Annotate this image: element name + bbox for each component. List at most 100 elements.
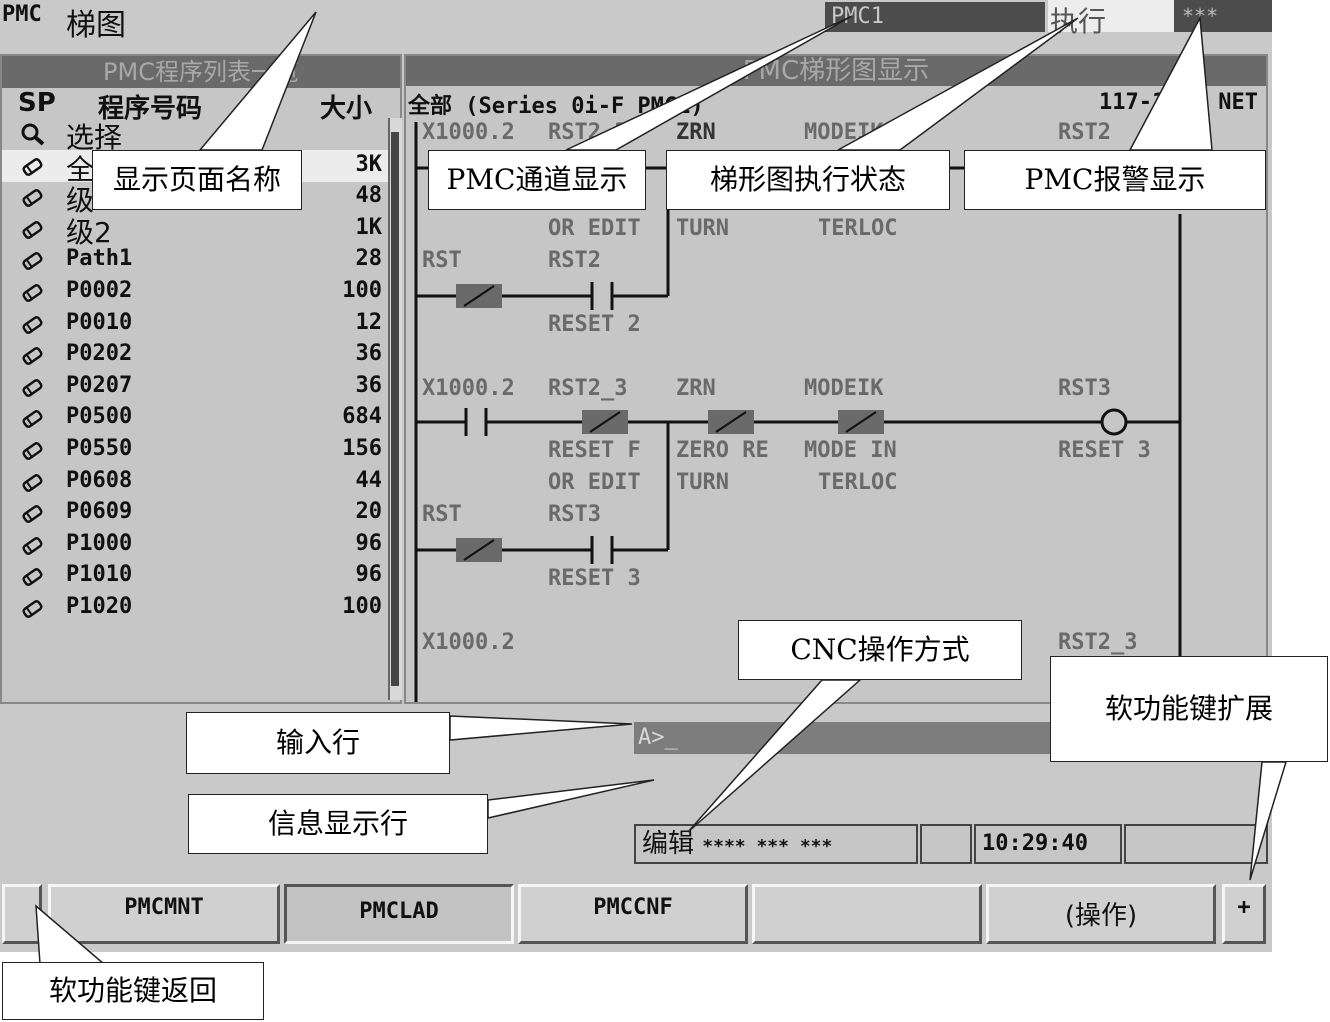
pencil-icon <box>20 564 46 588</box>
ladder-label: RST3 <box>1058 376 1111 401</box>
pencil-icon <box>20 343 46 367</box>
input-line[interactable]: A>_ <box>634 722 1070 754</box>
program-name: P1000 <box>66 530 133 556</box>
callout-softkey-ext: 软功能键扩展 <box>1050 656 1328 762</box>
program-size: 156 <box>342 436 382 461</box>
ladder-label: X1000.2 <box>422 376 515 401</box>
ladder-label: RST2_3 <box>1058 630 1138 655</box>
callout-softkey-back: 软功能键返回 <box>2 962 264 1020</box>
callout-exec-state: 梯形图执行状态 <box>666 150 950 210</box>
program-size: 3K <box>355 151 383 177</box>
program-name: P1010 <box>66 562 133 588</box>
callout-channel: PMC通道显示 <box>428 150 646 210</box>
pencil-icon <box>20 501 46 525</box>
ladder-header: PMC梯形图显示 <box>406 56 1266 86</box>
magnifier-icon <box>20 122 46 146</box>
program-row[interactable]: P0500 684 <box>2 402 388 434</box>
program-name: P0010 <box>66 309 133 335</box>
callout-alarm: PMC报警显示 <box>964 150 1266 210</box>
program-row[interactable]: P0608 44 <box>2 466 388 498</box>
program-row[interactable]: P0202 36 <box>2 339 388 371</box>
ladder-label: RST3 <box>548 502 601 527</box>
program-row[interactable]: 选择 <box>2 118 388 154</box>
program-row[interactable]: Path1 28 <box>2 244 388 276</box>
softkey-pmccnf[interactable]: PMCCNF <box>518 884 748 944</box>
program-size: 20 <box>355 499 383 525</box>
program-size: 48 <box>355 183 383 209</box>
cnc-mode: 编辑 **** *** *** <box>634 824 918 864</box>
pencil-icon <box>20 217 46 241</box>
program-name: P0202 <box>66 341 133 367</box>
ladder-label: ZERO RE <box>676 438 769 463</box>
callout-message: 信息显示行 <box>188 794 488 854</box>
softkey-bar: PMCMNT PMCLAD PMCCNF (操作) + <box>0 884 1272 948</box>
ladder-label: RESET F <box>548 438 641 463</box>
ladder-label: TERLOC <box>818 470 898 495</box>
program-name: P1020 <box>66 594 133 619</box>
softkey-empty[interactable] <box>752 884 982 944</box>
status-bar: 编辑 **** *** *** 10:29:40 <box>634 824 1268 864</box>
program-row[interactable]: P0550 156 <box>2 434 388 466</box>
pencil-icon <box>20 185 46 209</box>
ladder-label: RST2 <box>1058 120 1111 145</box>
program-size: 28 <box>355 246 383 272</box>
pencil-icon <box>20 406 46 430</box>
pencil-icon <box>20 375 46 399</box>
program-name: P0608 <box>66 467 133 493</box>
program-list-scrollbar[interactable] <box>388 118 402 700</box>
program-size: 1K <box>355 214 383 240</box>
program-name: Path1 <box>66 246 133 272</box>
ladder-net-range: 117-119/ NET <box>1099 90 1258 115</box>
col-sp: SP <box>18 88 56 118</box>
ladder-label: TERLOC <box>818 216 898 241</box>
ladder-label: ZRN <box>676 120 716 145</box>
ladder-label: RST2_3 <box>548 120 628 145</box>
program-size: 96 <box>355 562 383 588</box>
ladder-label: X1000.2 <box>422 630 515 655</box>
page-name: 梯图 <box>66 8 126 43</box>
pencil-icon <box>20 248 46 272</box>
softkey-pmclad[interactable]: PMCLAD <box>284 884 514 944</box>
scrollbar-thumb[interactable] <box>391 132 399 686</box>
cnc-mode-label: 编辑 <box>642 829 695 859</box>
program-row[interactable]: P1010 96 <box>2 560 388 592</box>
program-name: P0500 <box>66 404 133 430</box>
pencil-icon <box>20 470 46 494</box>
program-name: P0550 <box>66 436 133 461</box>
pmc-alarm: *** <box>1174 0 1272 32</box>
callout-cnc-mode: CNC操作方式 <box>738 620 1022 680</box>
softkey-pmcmnt[interactable]: PMCMNT <box>48 884 280 944</box>
ladder-label: OR EDIT <box>548 470 641 495</box>
ladder-label: OR EDIT <box>548 216 641 241</box>
program-size: 44 <box>355 467 383 493</box>
ladder-label: TURN <box>676 470 729 495</box>
ladder-label: RST2 <box>548 248 601 273</box>
clock: 10:29:40 <box>974 824 1122 864</box>
col-size: 大小 <box>320 94 373 124</box>
ladder-subtitle: 全部 (Series 0i-F PMC1) <box>408 94 704 119</box>
ladder-label: RST <box>422 502 462 527</box>
program-size: 36 <box>355 341 383 367</box>
softkey-operation[interactable]: (操作) <box>986 884 1216 944</box>
program-size: 684 <box>342 404 382 430</box>
col-program: 程序号码 <box>98 94 203 124</box>
ladder-label: MODEIK <box>804 376 884 401</box>
callout-input: 输入行 <box>186 712 450 774</box>
program-size: 36 <box>355 372 383 398</box>
softkey-return-button[interactable] <box>2 884 42 944</box>
softkey-extend-button[interactable]: + <box>1222 884 1266 944</box>
ladder-label: RST <box>422 248 462 273</box>
ladder-label: RESET 3 <box>548 566 641 591</box>
program-size: 100 <box>342 278 382 303</box>
pencil-icon <box>20 533 46 557</box>
ladder-diagram <box>406 118 1266 702</box>
ladder-label: RST2_3 <box>548 376 628 401</box>
